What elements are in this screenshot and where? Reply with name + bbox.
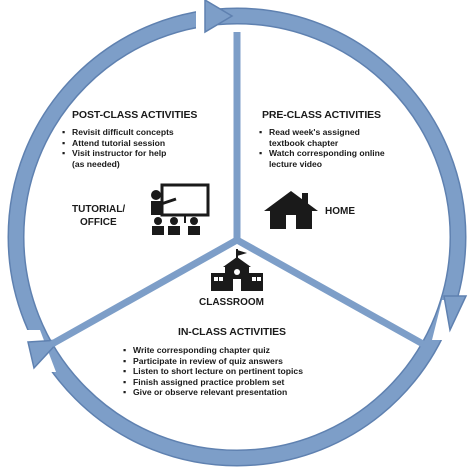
classroom-label: CLASSROOM	[199, 297, 264, 308]
divider-left	[50, 236, 239, 348]
post-class-item: (as needed)	[72, 158, 120, 169]
in-class-list: Write corresponding chapter quiz Partici…	[122, 345, 303, 398]
in-class-title: IN-CLASS ACTIVITIES	[178, 326, 286, 338]
pre-class-title: PRE-CLASS ACTIVITIES	[262, 109, 381, 121]
ring-band	[9, 9, 465, 465]
arrowhead-right	[443, 295, 468, 333]
in-class-item: Listen to short lecture on pertinent top…	[123, 366, 303, 377]
home-label: HOME	[325, 206, 355, 217]
post-class-item: Attend tutorial session	[62, 138, 174, 149]
post-class-item: Revisit difficult concepts	[62, 127, 174, 138]
post-class-title: POST-CLASS ACTIVITIES	[72, 109, 198, 121]
tutorial-label-line1: TUTORIAL/	[72, 204, 126, 215]
in-class-item: Give or observe relevant presentation	[123, 387, 303, 398]
pre-class-item: Watch corresponding online	[259, 148, 385, 159]
office-label-line2: OFFICE	[80, 217, 117, 228]
divider-right	[235, 236, 425, 348]
in-class-item: Finish assigned practice problem set	[123, 377, 303, 388]
in-class-item: Write corresponding chapter quiz	[123, 345, 303, 356]
tutorial-office-icon	[151, 183, 210, 235]
arrowhead-top	[204, 0, 234, 34]
classroom-icon	[211, 249, 263, 291]
pre-class-item-continued: textbook chapter	[269, 137, 339, 148]
in-class-item: Participate in review of quiz answers	[123, 356, 303, 367]
pre-class-item-continued: lecture video	[269, 158, 323, 169]
tutorial-office-label: TUTORIAL/ OFFICE	[72, 203, 125, 229]
pre-class-list: Read week's assigned textbook chapter Wa…	[258, 127, 385, 169]
post-class-item: Visit instructor for help	[62, 148, 174, 159]
pre-class-item: Read week's assigned	[259, 127, 385, 138]
home-icon	[264, 191, 318, 229]
post-class-list: Revisit difficult concepts Attend tutori…	[61, 127, 174, 169]
arrowhead-left	[27, 339, 62, 370]
